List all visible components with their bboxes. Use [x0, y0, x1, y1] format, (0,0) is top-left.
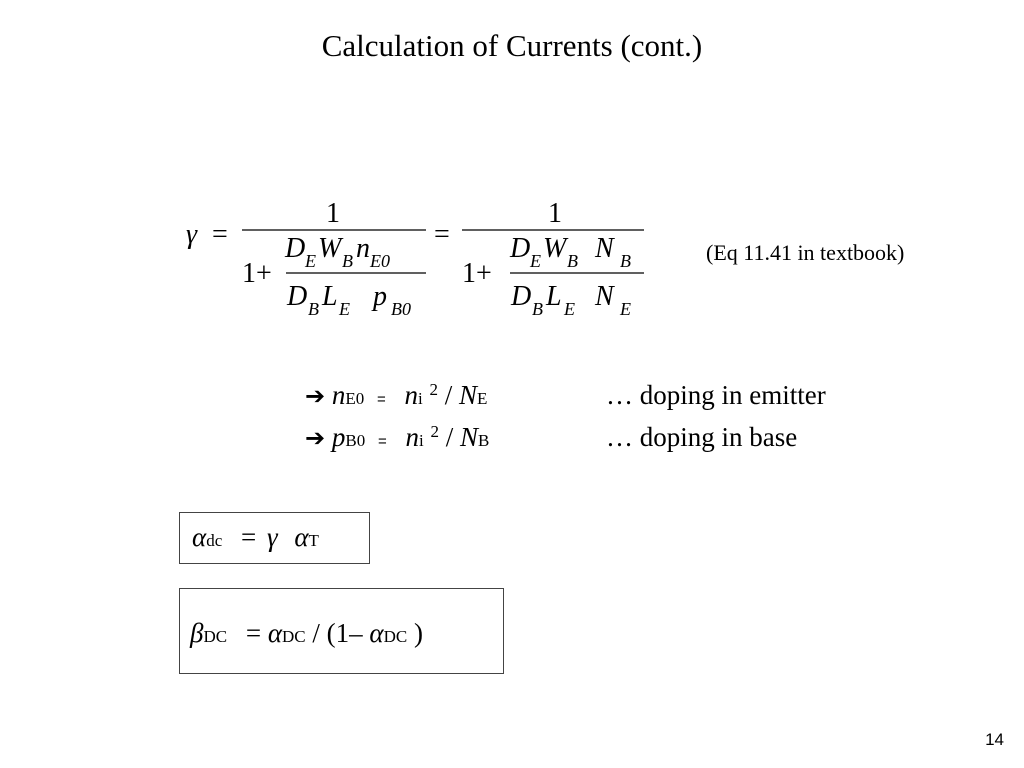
term-sub: B0: [391, 299, 411, 319]
one-plus-1: 1+: [242, 258, 272, 289]
doping-relation-emitter: ➔ nE0 = ni 2 / NE: [305, 380, 487, 411]
page-number: 14: [985, 730, 1004, 749]
ni-sub: i: [418, 431, 424, 450]
term: N: [594, 233, 615, 264]
slide-title: Calculation of Currents (cont.): [321, 28, 703, 63]
ni-sub: i: [418, 389, 423, 408]
term: D: [286, 281, 307, 312]
open-paren-one-minus: (1–: [326, 618, 363, 648]
equals-sign-1: =: [212, 219, 228, 250]
doping-symbol: N: [459, 422, 478, 452]
alpha-t-sub: T: [308, 531, 319, 550]
numerator-one-1: 1: [326, 198, 340, 229]
gamma-symbol: γ: [186, 219, 198, 250]
alpha-sub: dc: [206, 531, 223, 550]
equals-sign: =: [245, 618, 262, 648]
term-sub: E: [563, 299, 575, 319]
term: D: [284, 233, 305, 264]
term-sub: E: [619, 299, 631, 319]
term-sub: E: [529, 251, 541, 271]
ni: n: [404, 380, 419, 410]
term: D: [510, 281, 531, 312]
alpha-sub: DC: [282, 627, 306, 646]
close-paren: ): [413, 618, 423, 648]
equals-sign: =: [240, 522, 257, 552]
gamma-equation: γ = 1 1+ D E W B n E0 D B L E p B0 = 1 1…: [186, 198, 644, 319]
fraction1-numerator: D E W B n E0: [284, 233, 390, 271]
var: n: [331, 380, 346, 410]
one-plus-2: 1+: [462, 258, 492, 289]
var-sub: B0: [345, 431, 366, 450]
term-sub: B: [342, 251, 353, 271]
doping-sub: B: [477, 431, 490, 450]
term: D: [509, 233, 530, 264]
term: n: [356, 233, 370, 264]
alpha-dc-box: αdc = γ αT: [179, 512, 370, 564]
fraction1-denominator: D B L E p B0: [286, 281, 411, 319]
alpha-symbol: α: [192, 522, 207, 552]
var: p: [331, 422, 346, 452]
divide-slash: /: [445, 422, 454, 452]
term-sub: B: [532, 299, 543, 319]
doping-sub: E: [477, 389, 488, 408]
term-sub: E: [338, 299, 350, 319]
beta-dc-box: βDC = αDC / (1– αDC ): [179, 588, 504, 674]
right-arrow-icon: ➔: [305, 382, 326, 410]
term: L: [545, 281, 562, 312]
square-exponent: 2: [430, 422, 439, 441]
beta-sub: DC: [203, 627, 228, 646]
term-sub: E: [304, 251, 316, 271]
fraction2-numerator: D E W B N B: [509, 233, 631, 271]
alpha-t-symbol: α: [294, 522, 309, 552]
doping-desc-base: … doping in base: [606, 422, 798, 452]
term: W: [543, 233, 569, 264]
equals-sign-2: =: [434, 219, 450, 250]
alpha-dc-equation: αdc = γ αT: [192, 522, 319, 553]
alpha-sub: DC: [383, 627, 408, 646]
right-arrow-icon: ➔: [305, 424, 326, 452]
term-sub: B: [308, 299, 319, 319]
numerator-one-2: 1: [548, 198, 562, 229]
beta-dc-equation: βDC = αDC / (1– αDC ): [190, 618, 423, 649]
ni: n: [405, 422, 419, 452]
alpha-symbol: α: [267, 618, 282, 648]
doping-relation-base: ➔ pB0 = ni 2 / NB: [305, 422, 489, 453]
term: N: [594, 281, 615, 312]
doping-desc-emitter: … doping in emitter: [606, 380, 826, 410]
beta-symbol: β: [190, 618, 204, 648]
equals-sign: =: [377, 391, 386, 408]
square-exponent: 2: [429, 380, 439, 399]
term: W: [318, 233, 344, 264]
term-sub: B: [620, 251, 631, 271]
term-sub: E0: [369, 251, 390, 271]
divide-slash: /: [444, 380, 453, 410]
var-sub: E0: [345, 389, 365, 408]
doping-symbol: N: [459, 380, 478, 410]
equals-sign: =: [377, 433, 387, 450]
gamma-symbol: γ: [266, 522, 278, 552]
equation-reference: (Eq 11.41 in textbook): [706, 240, 905, 265]
term: L: [321, 281, 338, 312]
term-sub: B: [567, 251, 578, 271]
fraction2-denominator: D B L E N E: [510, 281, 631, 319]
alpha-symbol: α: [369, 618, 384, 648]
divide-slash: /: [312, 618, 320, 648]
term: p: [371, 281, 387, 312]
